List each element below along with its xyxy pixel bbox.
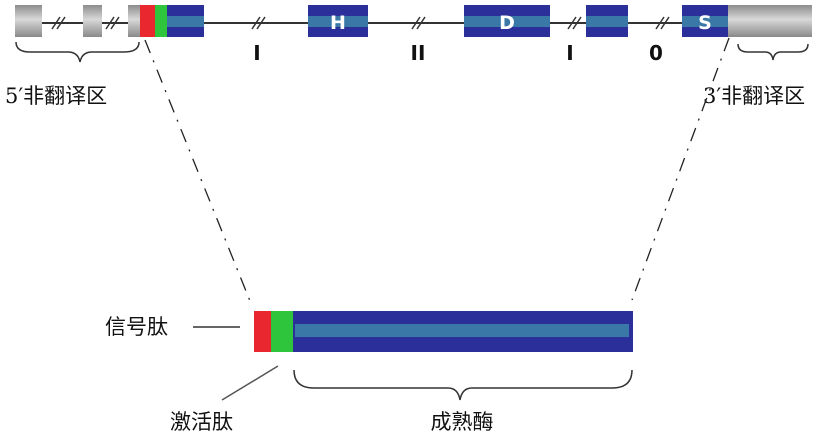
activation-peptide-pointer <box>221 365 279 401</box>
exon-label-d: D <box>499 12 515 34</box>
utr5-exon-2 <box>83 5 102 37</box>
exon-h: H <box>308 5 368 37</box>
activation-peptide-block <box>271 311 293 352</box>
exon-s: S <box>682 5 728 37</box>
exon-label-h: H <box>330 12 346 34</box>
projection-line-right <box>631 37 730 301</box>
exon-d: D <box>464 5 550 37</box>
protein-bar <box>254 311 633 352</box>
utr3-label: 3′非翻译区 <box>703 84 805 108</box>
utr5-brace <box>15 41 140 63</box>
region-label-1: I <box>253 41 260 65</box>
mature-enzyme-brace <box>293 369 633 401</box>
exon-unlabeled <box>586 5 628 37</box>
region-label-2: II <box>411 41 426 65</box>
exon-label-s: S <box>698 12 712 34</box>
projection-line-left <box>144 39 253 307</box>
activation-peptide-label: 激活肽 <box>170 410 233 434</box>
utr3-exon <box>728 5 812 37</box>
signal-peptide-segment <box>140 5 155 37</box>
utr5-exon-3 <box>128 5 140 37</box>
mature-enzyme-label: 成熟酶 <box>431 410 494 434</box>
utr5-label: 5′非翻译区 <box>5 84 107 108</box>
break-marks <box>51 16 670 30</box>
signal-peptide-label: 信号肽 <box>105 315 168 339</box>
activation-peptide-segment <box>155 5 167 37</box>
region-label-4: 0 <box>649 41 663 65</box>
signal-peptide-block <box>254 311 271 352</box>
utr3-brace <box>737 43 809 61</box>
utr5-exon-1 <box>15 5 42 37</box>
region-label-3: I <box>566 41 573 65</box>
